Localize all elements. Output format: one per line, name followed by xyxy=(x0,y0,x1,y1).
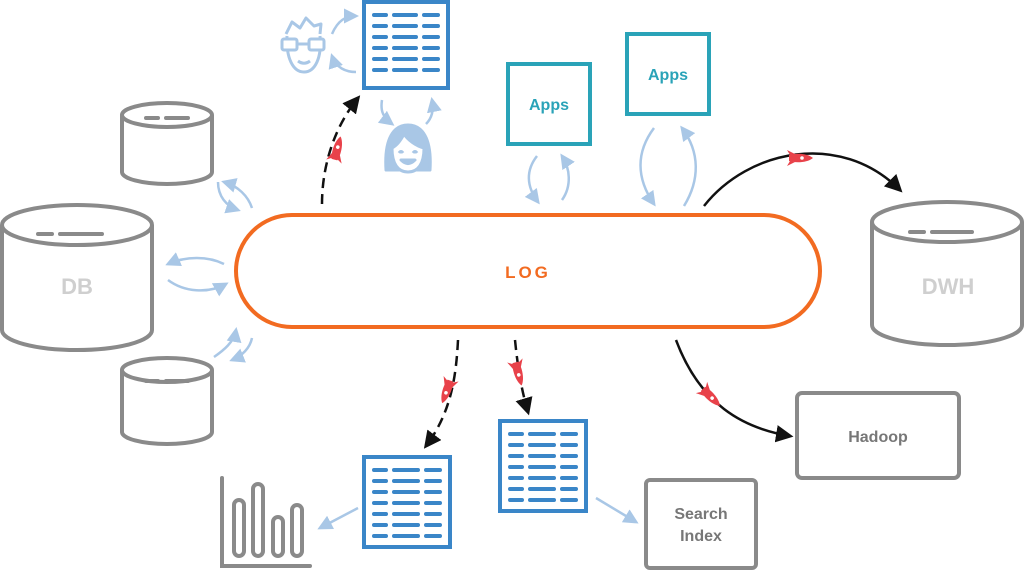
apps-label-1: Apps xyxy=(529,97,569,114)
log-label: LOG xyxy=(505,263,551,282)
hadoop-box: Hadoop xyxy=(795,391,961,480)
db-label: DB xyxy=(61,274,93,299)
light-arrows xyxy=(165,8,697,530)
table-icon xyxy=(498,419,588,513)
db-small-top xyxy=(120,101,214,186)
hadoop-label: Hadoop xyxy=(848,429,908,446)
man-with-glasses-icon xyxy=(280,16,326,74)
rocket-icon xyxy=(695,381,720,406)
dwh-label: DWH xyxy=(922,274,975,299)
rocket-icon xyxy=(507,358,523,386)
apps-label-2: Apps xyxy=(648,67,688,84)
search-index-label-line2: Index xyxy=(680,528,722,545)
search-index-box: Search Index xyxy=(644,478,758,570)
search-index-label-line1: Search xyxy=(674,506,727,523)
bar-chart-icon xyxy=(220,476,312,568)
woman-icon xyxy=(384,123,432,174)
rocket-icon xyxy=(326,136,342,164)
dwh-database: DWH xyxy=(870,200,1024,347)
apps-box-2: Apps xyxy=(625,32,711,116)
rocket-icon xyxy=(441,375,459,404)
db-small-bottom xyxy=(120,356,214,446)
apps-box-1: Apps xyxy=(506,62,592,146)
table-icon xyxy=(362,455,452,549)
log-pipe: LOG xyxy=(234,213,822,329)
db-main: DB xyxy=(0,203,154,352)
table-icon xyxy=(362,0,450,90)
rocket-icon xyxy=(787,150,813,166)
